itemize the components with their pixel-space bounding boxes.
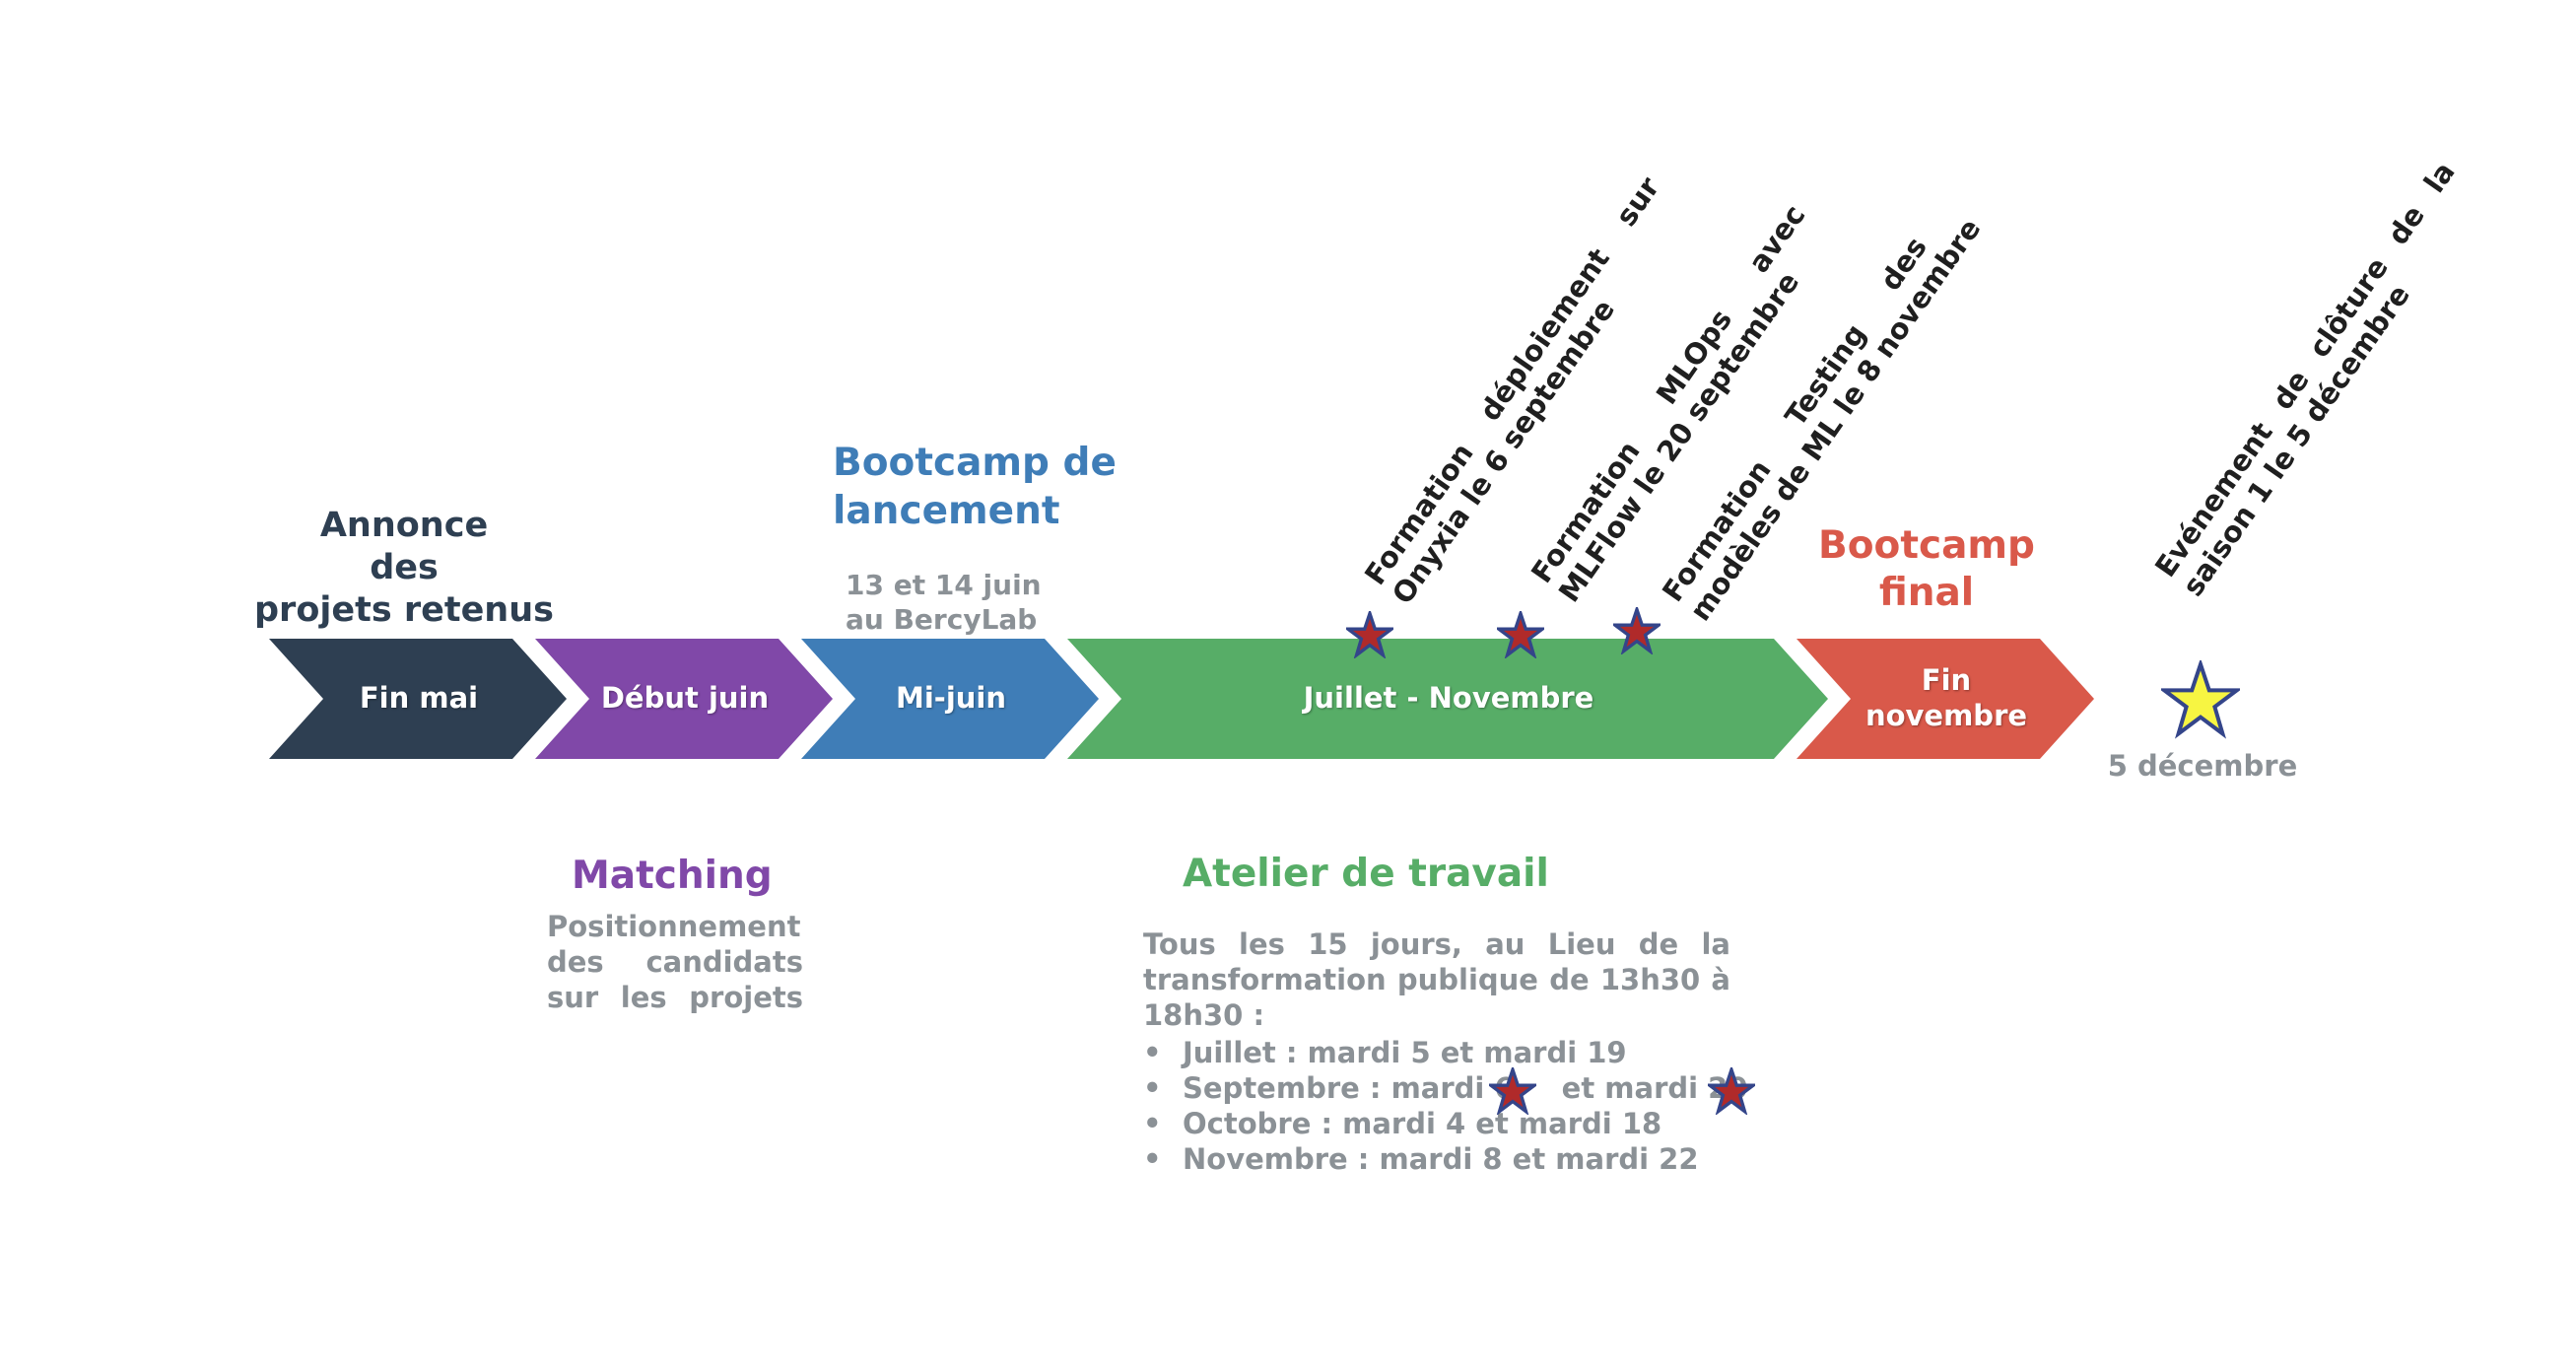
session-text: Septembre : mardi 6	[1183, 1071, 1515, 1105]
bullet: •	[1143, 1142, 1162, 1176]
stage-arrow-fin-mai	[269, 639, 567, 759]
bootcamp-final-heading: Bootcamp final	[1818, 523, 2035, 615]
session-item-octobre: • Octobre : mardi 4 et mardi 18	[1143, 1106, 1748, 1141]
matching-heading: Matching	[572, 854, 773, 898]
workshop-intro: Tous les 15 jours, au Lieu de la transfo…	[1143, 927, 1730, 1032]
stage-label-fin-novembre: Fin novembre	[1864, 663, 2028, 732]
red-star-icon	[1346, 611, 1393, 658]
stage-arrow-juillet-novembre	[1067, 639, 1828, 759]
session-item-novembre: • Novembre : mardi 8 et mardi 22	[1143, 1141, 1748, 1177]
matching-subtitle: Positionnement des candidats sur les pro…	[547, 909, 803, 1015]
stage-arrow-mi-juin	[801, 639, 1099, 759]
red-star-icon	[1489, 1067, 1536, 1115]
red-star-icon	[1708, 1067, 1755, 1115]
session-text: Juillet : mardi 5 et mardi 19	[1183, 1036, 1627, 1069]
bootcamp-launch-heading: Bootcamp de lancement	[833, 441, 1117, 533]
stage-arrow-debut-juin	[535, 639, 833, 759]
stage-label-mi-juin: Mi-juin	[895, 681, 1006, 715]
bullet: •	[1143, 1107, 1162, 1140]
bullet: •	[1143, 1071, 1162, 1105]
matching-subtitle-text: Positionnement des candidats sur les pro…	[547, 910, 803, 1014]
workshop-heading: Atelier de travail	[1183, 852, 1549, 896]
announce-heading: Annonce des projets retenus	[254, 506, 554, 630]
session-text: Novembre : mardi 8 et mardi 22	[1183, 1142, 1699, 1176]
red-star-icon	[1613, 607, 1661, 654]
bootcamp-launch-subtitle: 13 et 14 juin au BercyLab	[846, 569, 1042, 636]
stage-label-debut-juin: Début juin	[600, 681, 770, 715]
session-item-juillet: • Juillet : mardi 5 et mardi 19	[1143, 1035, 1748, 1070]
stage-arrow-fin-novembre	[1796, 639, 2094, 759]
final-date-label: 5 décembre	[2107, 749, 2298, 783]
workshop-session-list: • Juillet : mardi 5 et mardi 19 • Septembr…	[1143, 1035, 1748, 1177]
stage-label-juillet-novembre: Juillet - Novembre	[1303, 681, 1594, 715]
session-text: Octobre : mardi 4 et mardi 18	[1183, 1107, 1662, 1140]
red-star-icon	[1497, 611, 1544, 658]
bullet: •	[1143, 1036, 1162, 1069]
stage-label-fin-mai: Fin mai	[359, 681, 479, 715]
yellow-star-icon	[2161, 660, 2240, 739]
